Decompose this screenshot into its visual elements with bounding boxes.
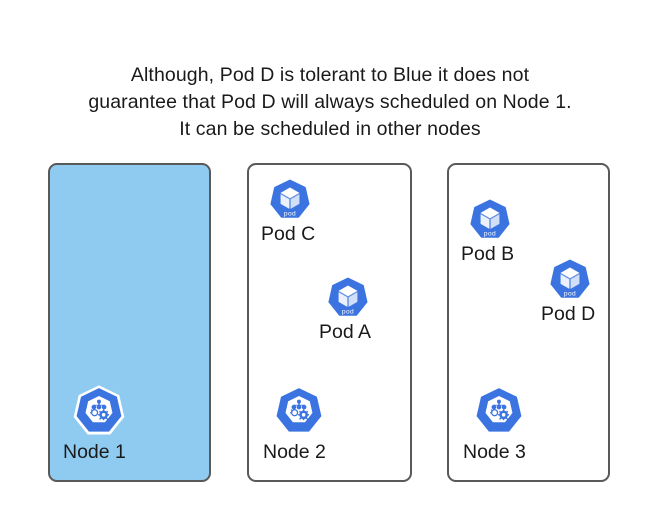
kubernetes-node-icon (472, 382, 526, 438)
svg-text:pod: pod (564, 290, 576, 297)
svg-text:pod: pod (342, 308, 354, 315)
kubernetes-node-icon (272, 382, 326, 438)
kubernetes-pod-icon: pod (270, 178, 310, 220)
node-1-label: Node 1 (63, 441, 126, 463)
pod-b-label: Pod B (461, 243, 515, 265)
node-3-label: Node 3 (463, 441, 526, 463)
caption-line-3: It can be scheduled in other nodes (179, 118, 481, 140)
node-box-node-1[interactable] (48, 163, 211, 482)
kubernetes-pod-icon: pod (550, 258, 590, 300)
pod-c-label: Pod C (261, 223, 316, 245)
node-box-node-2[interactable] (247, 163, 412, 482)
pod-b-group[interactable]: pod Pod B (461, 198, 514, 265)
svg-text:pod: pod (284, 210, 296, 217)
pod-c-group[interactable]: pod Pod C (261, 178, 315, 245)
kubernetes-pod-icon: pod (470, 198, 510, 240)
diagram-caption: Although, Pod D is tolerant to Blue it d… (40, 62, 620, 143)
caption-line-1: Although, Pod D is tolerant to Blue it d… (130, 64, 530, 86)
pod-a-label: Pod A (319, 321, 372, 343)
kubernetes-node-icon (72, 382, 126, 438)
pod-a-group[interactable]: pod Pod A (319, 276, 371, 343)
node-2-label: Node 2 (263, 441, 326, 463)
caption-line-2: guarantee that Pod D will always schedul… (88, 91, 572, 113)
kubernetes-pod-icon: pod (328, 276, 368, 318)
node-3-group[interactable]: Node 3 (463, 382, 526, 463)
node-1-group[interactable]: Node 1 (63, 382, 126, 463)
pod-d-label: Pod D (541, 303, 596, 325)
pod-d-group[interactable]: pod Pod D (541, 258, 595, 325)
node-2-group[interactable]: Node 2 (263, 382, 326, 463)
svg-text:pod: pod (484, 230, 496, 237)
